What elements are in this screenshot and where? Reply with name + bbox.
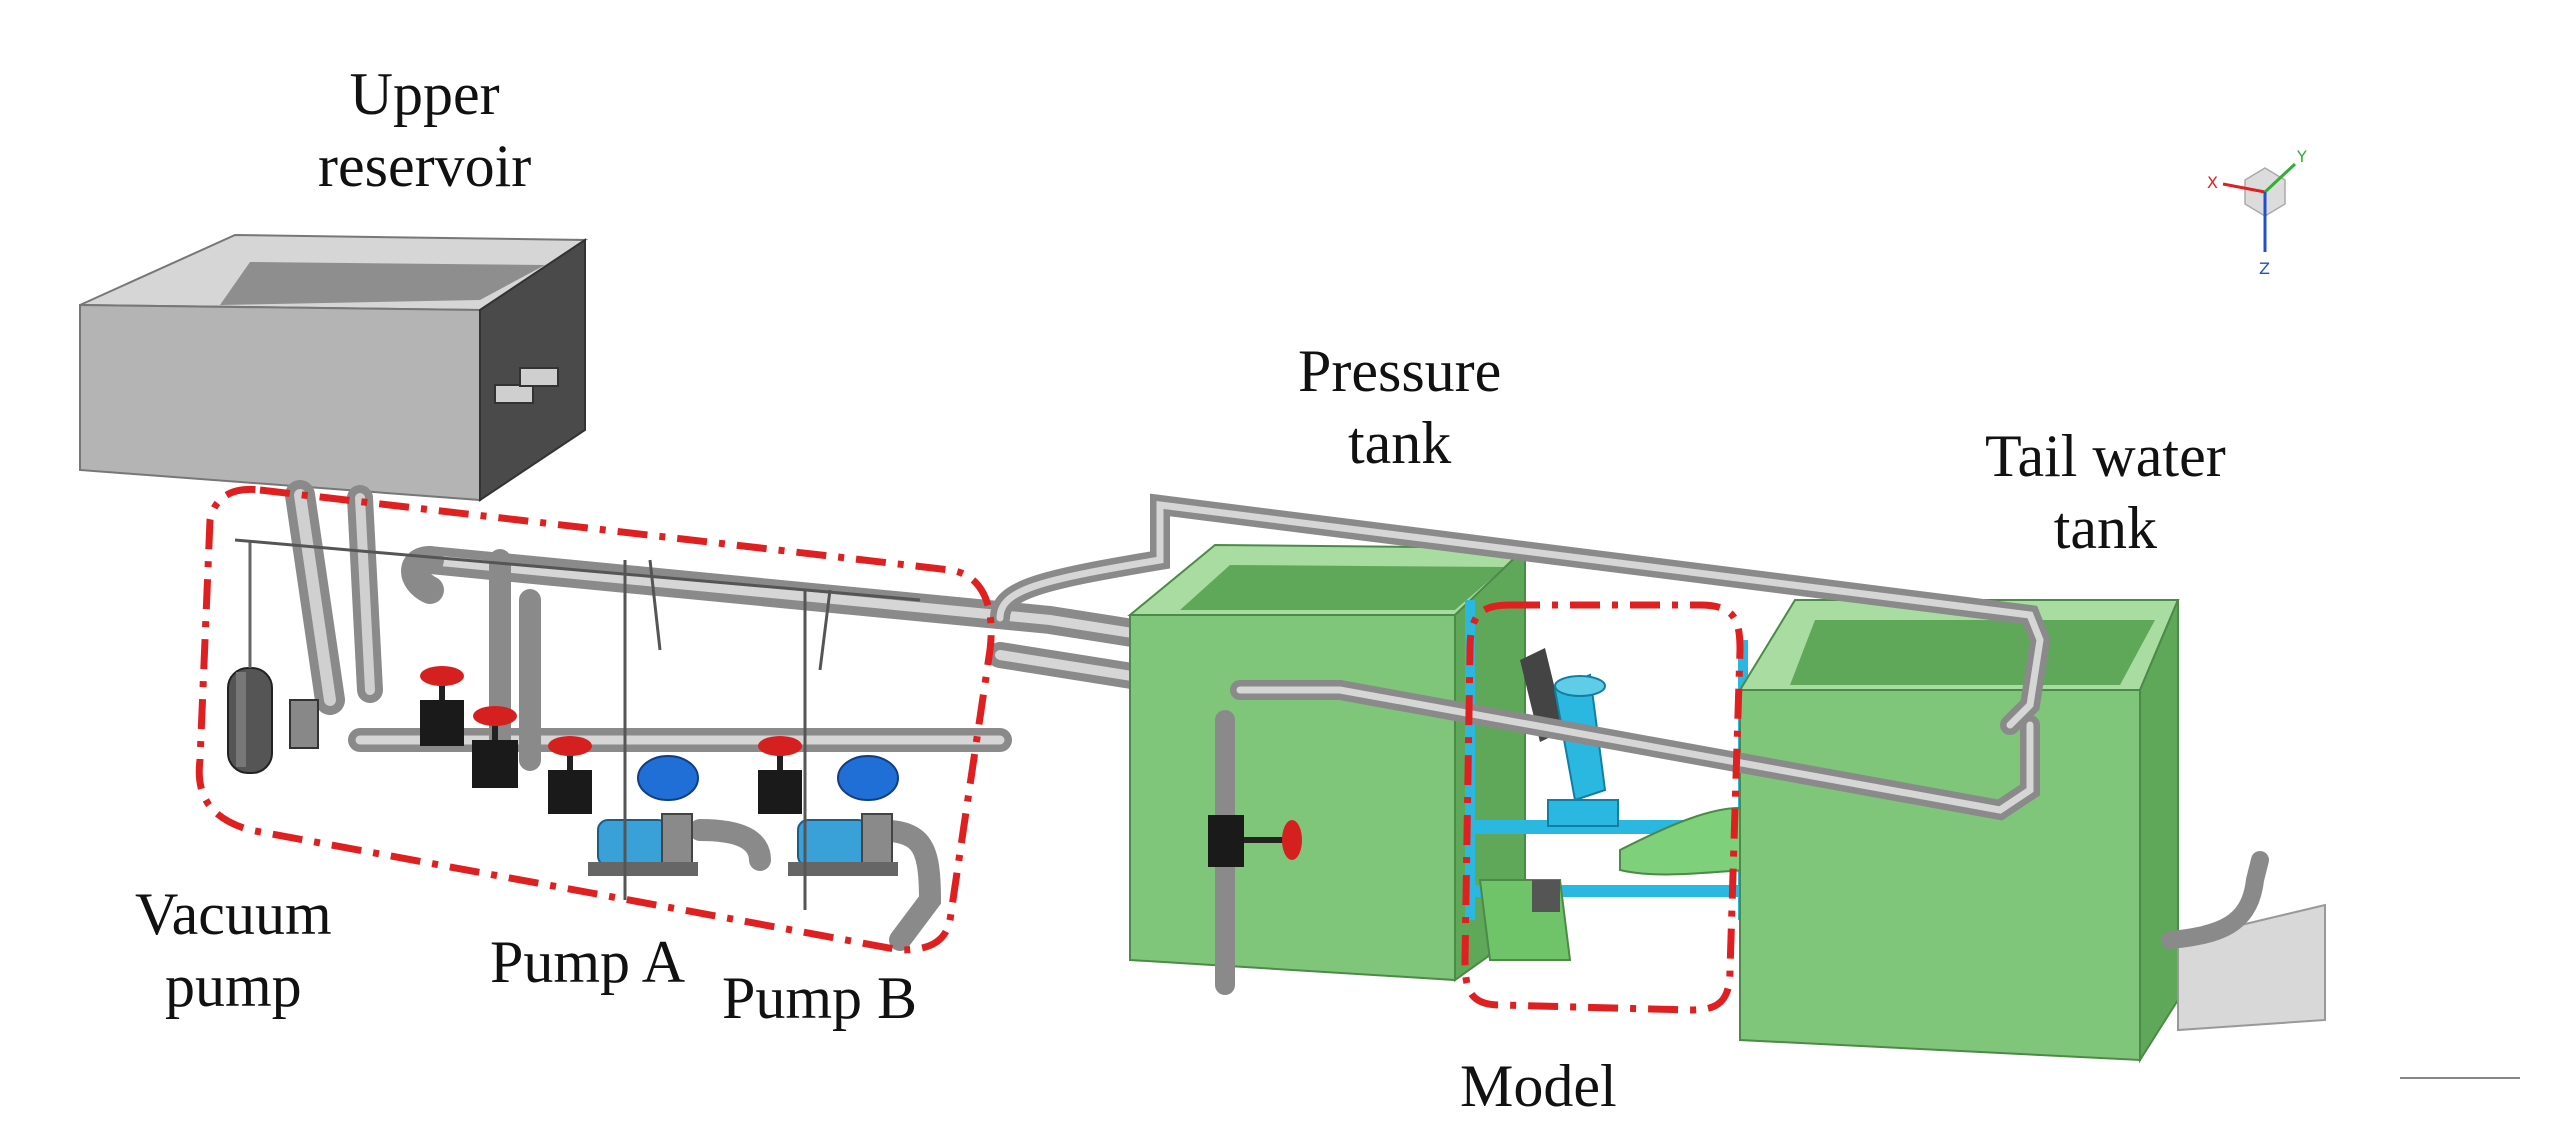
label-pump-a: Pump A — [490, 926, 685, 998]
label-line: Pressure — [1298, 338, 1502, 404]
label-line: Upper — [349, 61, 500, 127]
y-axis-arrow — [2263, 162, 2297, 194]
axis-z-label: Z — [2259, 259, 2270, 278]
model-boundary — [1461, 601, 1744, 1014]
label-line: tank — [2053, 495, 2157, 561]
pressure-tank-valve — [1208, 710, 1302, 995]
pipe-hangers — [234, 538, 921, 910]
label-line: Pump B — [722, 965, 918, 1031]
label-line: Pump A — [490, 929, 686, 995]
label-model: Model — [1460, 1050, 1617, 1122]
outlet-channel — [2161, 851, 2326, 1032]
axis-x-label: X — [2207, 173, 2218, 192]
label-pressure-tank: Pressure tank — [1298, 335, 1501, 479]
pump-b — [788, 755, 899, 876]
reservoir-outlet — [494, 367, 559, 404]
valve-3 — [548, 736, 592, 814]
label-line: Model — [1460, 1053, 1617, 1119]
label-tail-water-tank: Tail water tank — [1985, 420, 2226, 564]
valve-1 — [420, 666, 464, 746]
label-upper-reservoir: Upper reservoir — [318, 58, 531, 202]
x-axis-arrow — [2222, 182, 2266, 194]
axis-triad: X Y Z — [2207, 147, 2307, 278]
label-line: Tail water — [1985, 423, 2226, 489]
label-pump-b: Pump B — [722, 962, 917, 1034]
valve-2 — [472, 706, 518, 788]
upper-reservoir — [79, 233, 589, 502]
reservoir-downpipes — [285, 480, 383, 715]
label-line: pump — [164, 953, 302, 1019]
return-pipes — [990, 493, 2051, 821]
label-line: Vacuum — [135, 881, 332, 947]
gate-valves — [420, 666, 802, 814]
axis-y-label: Y — [2296, 147, 2307, 166]
label-vacuum-pump: Vacuum pump — [135, 878, 332, 1022]
vacuum-pump — [227, 540, 319, 774]
label-line: reservoir — [318, 133, 532, 199]
label-line: tank — [1347, 410, 1452, 476]
pump-a — [588, 755, 699, 876]
valve-4 — [758, 736, 802, 814]
